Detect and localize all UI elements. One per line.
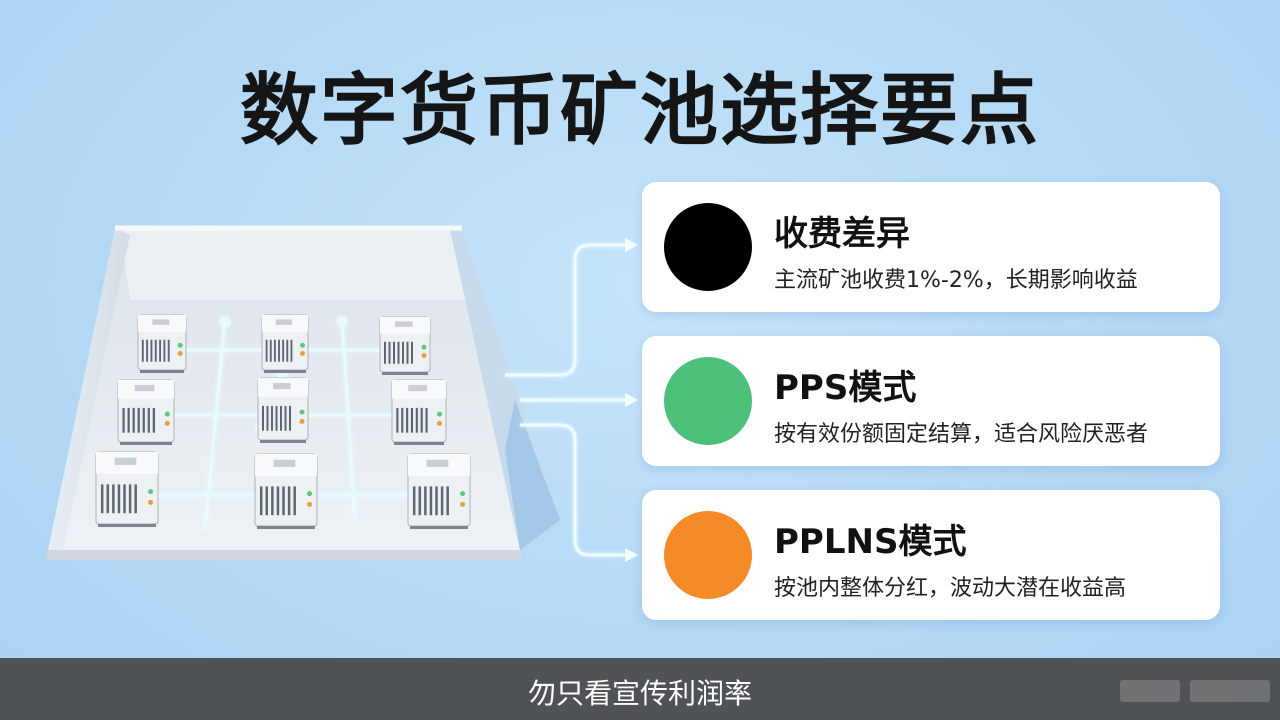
mining-farm-illustration bbox=[46, 225, 638, 562]
orange-circle-icon bbox=[664, 511, 752, 599]
black-circle-icon bbox=[664, 203, 752, 291]
page-title: 数字货币矿池选择要点 bbox=[239, 66, 1040, 156]
miner-unit bbox=[391, 379, 447, 445]
arrow-heads bbox=[625, 238, 638, 562]
room-base bbox=[46, 550, 522, 560]
room-wall-shadow bbox=[505, 400, 560, 550]
miner-unit bbox=[137, 314, 187, 373]
card-title: PPLNS模式 bbox=[774, 522, 967, 562]
miner-unit bbox=[257, 377, 309, 443]
card-pplns-mode: PPLNS模式 按池内整体分红，波动大潜在收益高 bbox=[642, 490, 1220, 620]
watermark-icon bbox=[1120, 680, 1270, 702]
subtitle-bar bbox=[0, 658, 1280, 720]
arrow-lines bbox=[505, 243, 625, 557]
green-circle-icon bbox=[664, 357, 752, 445]
card-description: 按有效份额固定结算，适合风险厌恶者 bbox=[774, 422, 1149, 447]
room-left-wall bbox=[48, 228, 130, 555]
card-description: 主流矿池收费1%-2%，长期影响收益 bbox=[774, 268, 1138, 293]
miner-unit bbox=[261, 314, 309, 373]
room-back-wall bbox=[120, 230, 470, 300]
card-description: 按池内整体分红，波动大潜在收益高 bbox=[774, 576, 1127, 601]
miner-unit bbox=[407, 453, 471, 529]
subtitle-text: 勿只看宣传利润率 bbox=[527, 677, 752, 710]
miner-units bbox=[95, 314, 471, 529]
miner-unit bbox=[379, 316, 431, 375]
miner-unit bbox=[117, 379, 175, 445]
miner-unit bbox=[95, 451, 159, 527]
card-title: PPS模式 bbox=[774, 368, 917, 408]
card-fee-difference: 收费差异 主流矿池收费1%-2%，长期影响收益 bbox=[642, 182, 1220, 312]
miner-unit bbox=[254, 453, 318, 529]
card-pps-mode: PPS模式 按有效份额固定结算，适合风险厌恶者 bbox=[642, 336, 1220, 466]
card-title: 收费差异 bbox=[774, 214, 910, 254]
